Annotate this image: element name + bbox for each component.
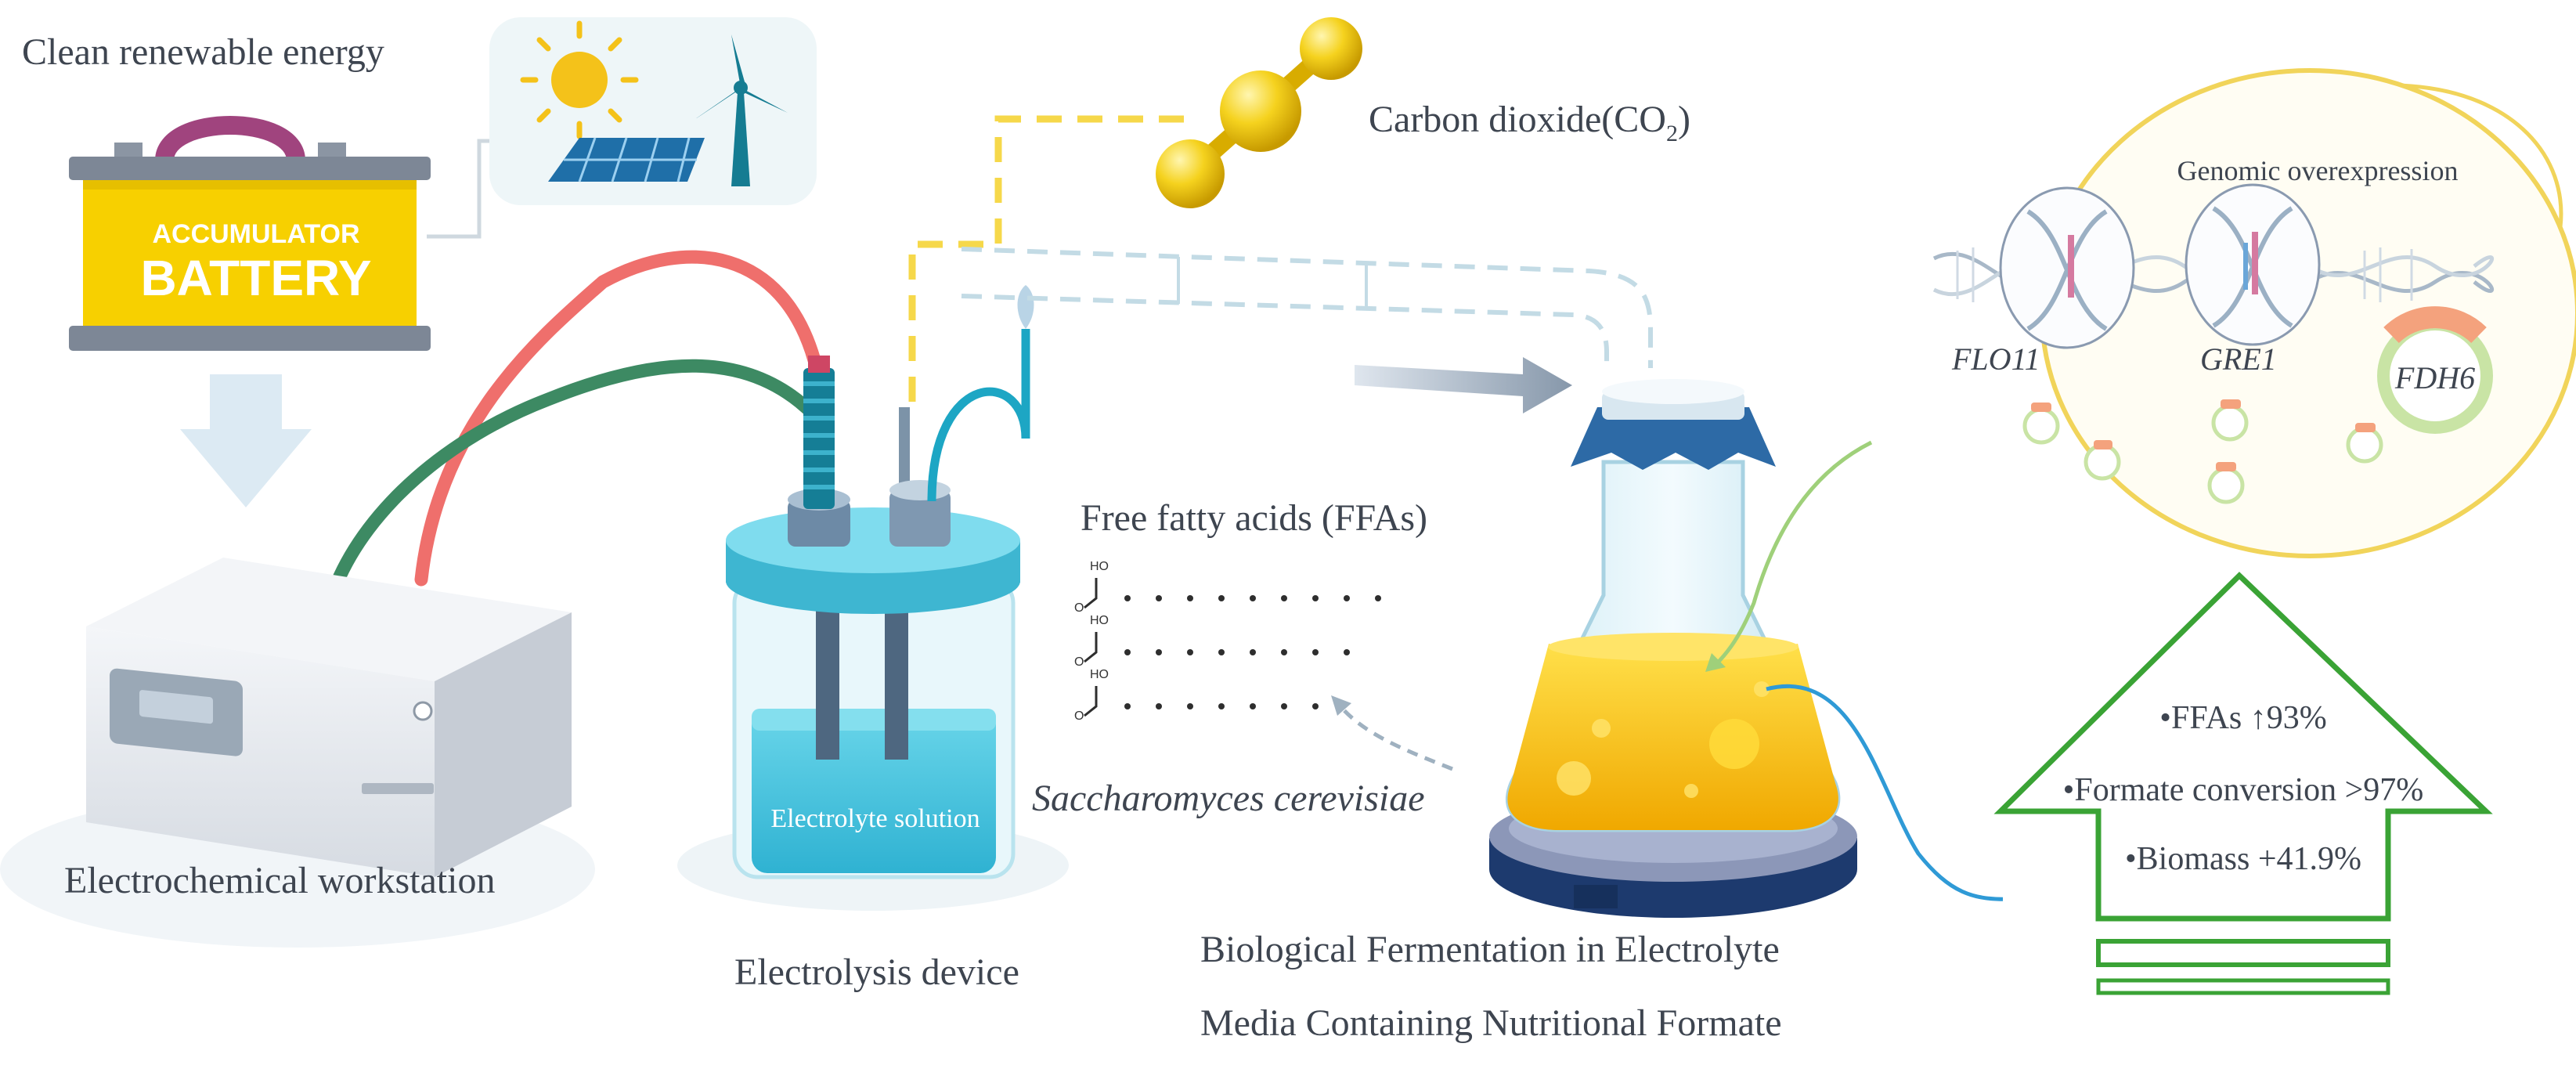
fermentation-label-1: Biological Fermentation in Electrolyte [1200, 929, 1780, 970]
fermentation-label-2: Media Containing Nutritional Formate [1200, 1002, 1782, 1044]
flask-to-results-arrow [1766, 684, 2013, 901]
fermentation-flask [1489, 379, 1857, 918]
ffa2-o: O [1074, 655, 1084, 669]
genomic-title: Genomic overexpression [2177, 155, 2459, 186]
ffa1-oh: HO [1090, 560, 1109, 573]
workstation-label: Electrochemical workstation [64, 860, 495, 901]
renewable-sources-panel [489, 17, 817, 205]
result-biomass: •Biomass +41.9% [2125, 841, 2361, 877]
results-arrow [1993, 572, 2493, 995]
workstation-slot [362, 783, 434, 794]
gene-flo11: FLO11 [1951, 341, 2040, 377]
gas-tube [927, 329, 1030, 502]
process-arrow [1355, 357, 1572, 413]
down-arrow [180, 374, 312, 507]
oval-to-flask-line [1713, 440, 1873, 667]
workstation-knob [413, 701, 433, 721]
gene-gre1: GRE1 [2200, 341, 2277, 377]
battery-label-line1: ACCUMULATOR [152, 219, 359, 249]
ffa2-oh: HO [1090, 614, 1109, 627]
solar-panel-icon [548, 137, 705, 182]
result-ffas: •FFAs ↑93% [2159, 700, 2326, 736]
organism-label: Saccharomyces cerevisiae [1032, 778, 1425, 819]
green-wire [330, 359, 821, 590]
clean-energy-label: Clean renewable energy [22, 31, 384, 73]
ffa3-o: O [1074, 709, 1084, 723]
electrode-coil [803, 356, 835, 509]
battery-panel-connector [427, 139, 489, 239]
co2-dashed-pipe [908, 115, 1184, 415]
electrochemical-workstation [0, 558, 595, 948]
result-formate: •Formate conversion >97% [2063, 772, 2424, 808]
red-wire [414, 250, 821, 587]
small-plasmids [2022, 404, 2383, 504]
electrolysis-cell [677, 285, 1069, 911]
battery-label-line2: BATTERY [140, 250, 371, 306]
ffa3-oh: HO [1090, 668, 1109, 681]
gas-transfer-tube [961, 247, 1653, 368]
ffa1-o: O [1074, 601, 1084, 615]
co2-molecule-icon [1156, 17, 1362, 208]
battery-icon: ACCUMULATOR BATTERY [69, 116, 431, 351]
sun-icon [520, 20, 639, 139]
gene-fdh6: FDH6 [2394, 360, 2475, 395]
ffa-structures: HO O HO O HO O [1074, 560, 1381, 723]
flask-cover [1571, 407, 1776, 470]
plasmid-icon [2377, 306, 2493, 434]
electrolysis-device-label: Electrolysis device [734, 951, 1019, 993]
yeast-to-ffa-arrow [1339, 705, 1453, 771]
dna-helix-icon [1932, 183, 2495, 349]
wind-turbine-icon [695, 34, 788, 186]
co2-label: Carbon dioxide(CO2) [1369, 99, 1690, 146]
ffa-title: Free fatty acids (FFAs) [1081, 497, 1427, 539]
electrolyte-label: Electrolyte solution [770, 804, 980, 833]
